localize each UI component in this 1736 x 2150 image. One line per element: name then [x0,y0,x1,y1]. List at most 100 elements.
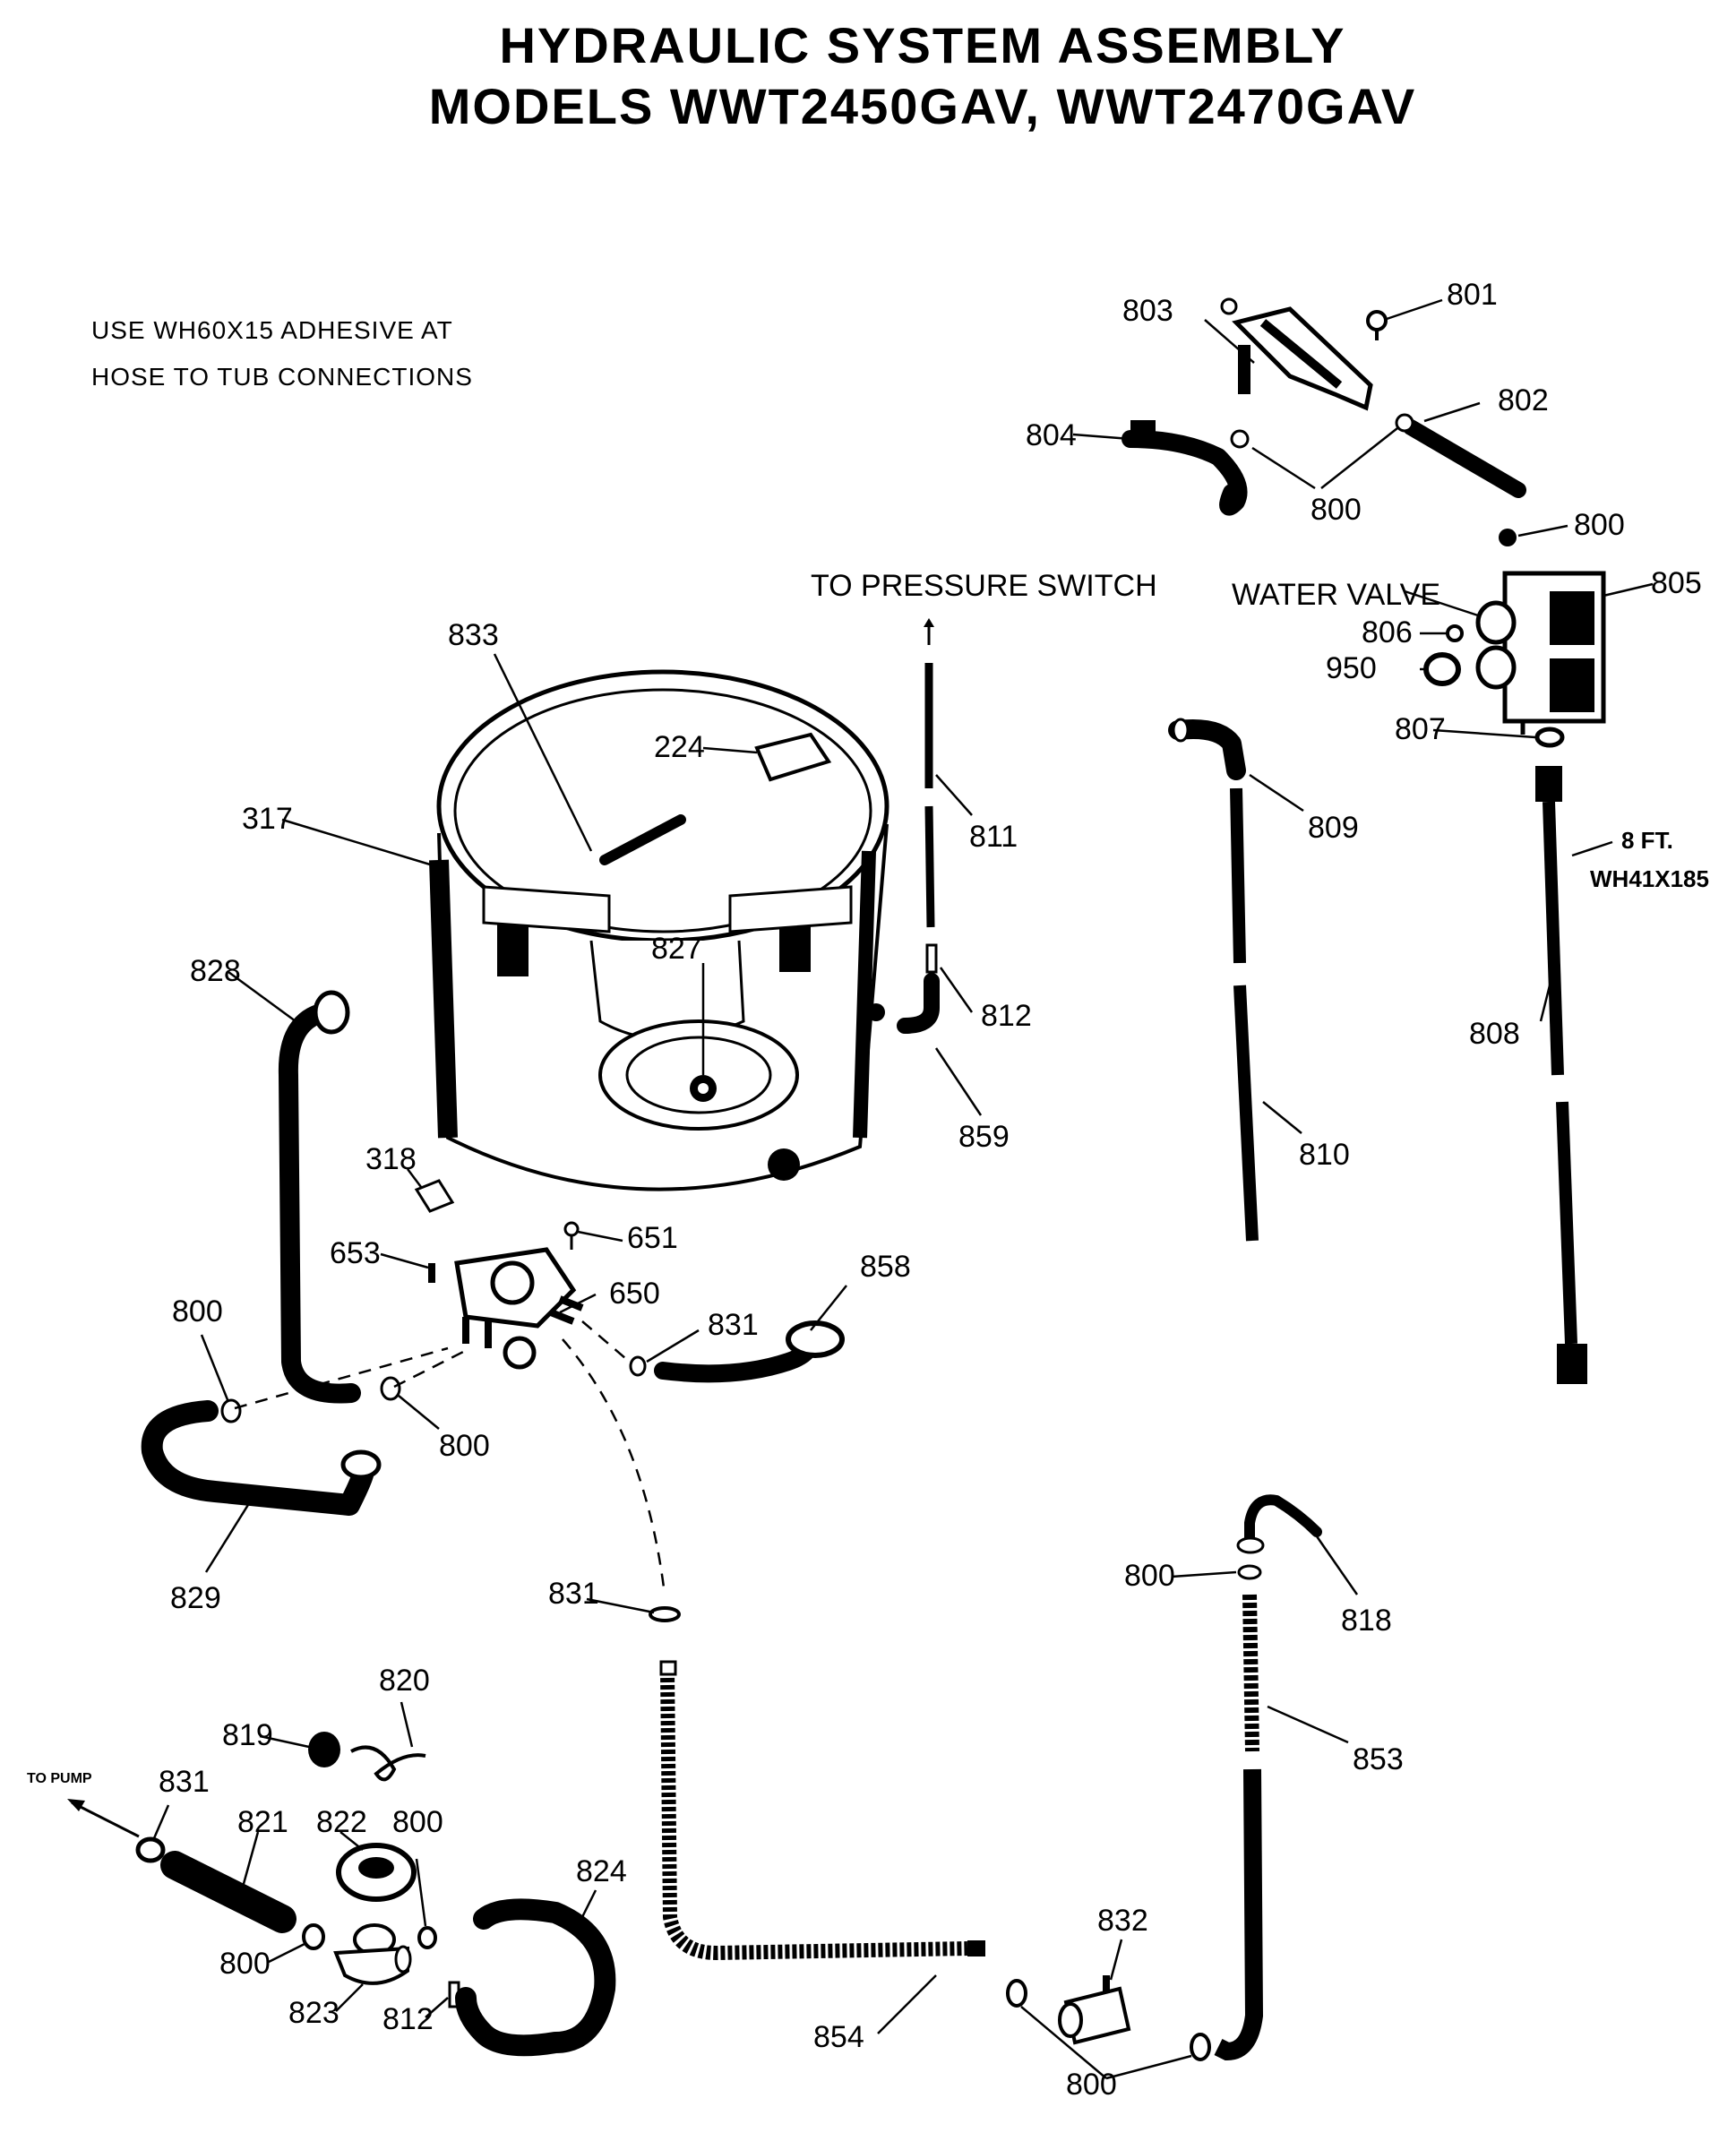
part-label-831-a: 831 [708,1308,759,1342]
hose-length-label: 8 FT. [1621,827,1673,854]
diverter-valve [454,1247,584,1370]
part-label-818: 818 [1341,1604,1392,1638]
diagram-title-line2: MODELS WWT2450GAV, WWT2470GAV [429,78,1416,134]
valve-washer [1534,727,1565,748]
adhesive-note-line2: HOSE TO TUB CONNECTIONS [91,363,473,391]
water-valve [1475,571,1606,735]
part-label-800-e: 800 [1124,1559,1175,1593]
part-label-812-b: 812 [382,2002,434,2036]
part-label-820: 820 [379,1664,430,1698]
hose-clamp [629,1355,647,1377]
part-label-808: 808 [1469,1017,1520,1051]
part-label-800-g: 800 [219,1947,271,1981]
inlet-hose-8ft [1535,766,1587,1384]
part-label-806: 806 [1362,615,1413,649]
part-label-831-c: 831 [159,1765,210,1799]
part-label-801: 801 [1447,278,1498,312]
part-label-824: 824 [576,1854,627,1888]
to-pump-label: TO PUMP [27,1771,92,1786]
part-label-800-h: 800 [1066,2068,1117,2102]
hose-clamp [1499,529,1517,546]
drain-standpipe [1214,1494,1322,2061]
assembly-line [562,1338,666,1595]
part-label-804: 804 [1026,418,1077,452]
spray-nozzle [599,814,686,865]
part-label-800-c: 800 [172,1294,223,1329]
hose-clamp [135,1836,166,1863]
part-label-653: 653 [330,1236,381,1270]
assembly-line [234,1346,449,1410]
air-dome [333,1923,412,1985]
inlet-screen [1446,624,1464,642]
pump-gasket [308,1732,340,1767]
corrugated-drain-hose [659,1660,985,1961]
part-label-805: 805 [1651,566,1702,600]
leader-lines [152,298,1654,2080]
part-label-224: 224 [654,730,705,764]
part-label-800-f: 800 [392,1805,443,1839]
part-label-317: 317 [242,802,293,836]
part-label-854: 854 [813,2020,864,2054]
tub-drain-fitting [690,1075,717,1102]
part-label-800-a: 800 [1311,493,1362,527]
diagram-title-line1: HYDRAULIC SYSTEM ASSEMBLY [499,17,1345,73]
air-dome-cap [336,1843,417,1902]
vent-tube [1168,718,1259,1242]
hose-clamp [417,1926,437,1949]
part-label-802: 802 [1498,383,1549,417]
hose-connector [1058,1975,1131,2045]
part-label-650: 650 [609,1277,660,1311]
part-label-833: 833 [448,618,499,652]
part-label-651: 651 [627,1221,678,1255]
part-label-819: 819 [222,1718,273,1752]
air-dome-elbow [897,973,940,1034]
part-label-821: 821 [237,1805,288,1839]
part-label-800-b: 800 [1574,508,1625,542]
part-label-812-a: 812 [981,999,1032,1033]
part-label-800-d: 800 [439,1429,490,1463]
part-label-832: 832 [1097,1904,1148,1938]
fill-hose-elbow [1122,430,1248,516]
pump-outlet-u-hose [455,1898,616,2057]
part-label-807: 807 [1395,712,1446,746]
assembly-line [393,1346,471,1389]
hose-clamp [649,1606,681,1622]
part-label-828: 828 [190,954,241,988]
tub-bracket [754,732,832,782]
part-label-829: 829 [170,1581,221,1615]
to-pump-arrowhead [67,1799,85,1811]
outer-tub [429,669,889,1191]
inlet-gasket [1423,652,1461,686]
hose-clamp [220,1398,242,1423]
hose-clamp [302,1923,325,1950]
part-label-810: 810 [1299,1138,1350,1172]
bracket-screw [1366,310,1388,340]
inlet-short-hose [1403,419,1526,498]
hose-part-label: WH41X185 [1590,865,1709,892]
part-label-859: 859 [958,1120,1010,1154]
hose-clamp [380,1376,401,1401]
to-pump-arrow [71,1801,140,1838]
hose-clamp-ring [1395,413,1414,433]
part-label-318: 318 [365,1142,417,1176]
hose-clamp [1006,1979,1027,2008]
tub-clip [414,1179,455,1213]
hose-clamp [1190,2033,1211,2061]
spring-clamp [350,1745,426,1782]
part-label-811: 811 [969,820,1018,854]
assembly-line [581,1320,632,1364]
inlet-bracket [1220,297,1373,411]
adhesive-note-line1: USE WH60X15 ADHESIVE AT [91,316,453,344]
part-label-827: 827 [651,932,702,966]
part-label-823: 823 [288,1996,339,2030]
air-dome-connector [925,943,938,974]
part-label-803: 803 [1122,294,1173,328]
water-valve-label: WATER VALVE [1232,578,1440,612]
part-label-831-b: 831 [548,1577,599,1611]
part-label-809: 809 [1308,811,1359,845]
pump-inlet-hose [160,1851,296,1933]
part-label-853: 853 [1353,1742,1404,1776]
tub-drain-hose [278,990,361,1404]
pressure-switch-tube [924,618,935,928]
